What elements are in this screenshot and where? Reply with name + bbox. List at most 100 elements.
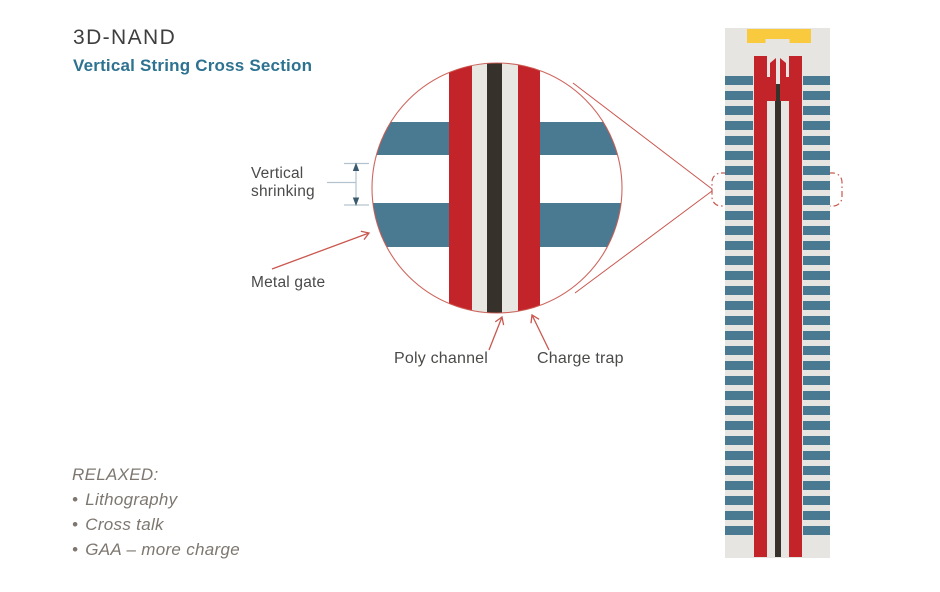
- word-line-gate-bar: [725, 91, 753, 100]
- word-line-gate-bar: [725, 196, 753, 205]
- word-line-gate-bar: [725, 421, 753, 430]
- word-line-gate-bar: [803, 391, 830, 400]
- word-line-gate-bar: [803, 226, 830, 235]
- magnifier-circle: [371, 62, 623, 314]
- word-line-gate-bar: [803, 481, 830, 490]
- word-line-gate-bar: [725, 151, 753, 160]
- core-filler-line: [775, 84, 781, 557]
- word-line-gate-bar: [725, 76, 753, 85]
- word-line-gate-bar: [725, 406, 753, 415]
- word-line-gate-bar: [725, 121, 753, 130]
- word-line-gate-bar: [725, 466, 753, 475]
- word-line-gate-bar: [803, 91, 830, 100]
- label-charge-trap: Charge trap: [537, 350, 624, 367]
- word-line-gate-bar: [803, 376, 830, 385]
- word-line-gate-bar: [803, 121, 830, 130]
- word-line-gate-bar: [725, 271, 753, 280]
- word-line-gate-bar: [725, 226, 753, 235]
- word-line-gate-bar: [803, 76, 830, 85]
- funnel-lip-left: [770, 58, 776, 101]
- word-line-gate-bar: [725, 451, 753, 460]
- poly-channel-layer-right: [502, 63, 518, 313]
- label-metal-gate: Metal gate: [251, 274, 326, 291]
- word-line-gate-bar: [803, 181, 830, 190]
- bullet-icon: •: [72, 515, 79, 534]
- word-line-gate-bar: [803, 406, 830, 415]
- charge-trap-wall-right: [789, 56, 802, 557]
- core-filler-layer: [487, 63, 502, 313]
- note-item: • GAA – more charge: [72, 537, 240, 562]
- word-line-gate-bar: [803, 361, 830, 370]
- charge-trap-layer-left: [449, 63, 472, 313]
- word-line-gate-bar: [725, 106, 753, 115]
- word-line-gate-bar: [803, 211, 830, 220]
- label-poly-channel: Poly channel: [394, 350, 489, 367]
- word-line-gate-bar: [803, 106, 830, 115]
- word-line-gate-bar: [725, 496, 753, 505]
- magnified-cross-section: [372, 63, 622, 313]
- word-line-gate-bar: [725, 376, 753, 385]
- word-line-gate-bar: [803, 301, 830, 310]
- word-line-gate-bar: [803, 196, 830, 205]
- word-line-gate-bar: [725, 526, 753, 535]
- metal-gate-arrow: [271, 230, 371, 270]
- word-line-gate-bar: [803, 346, 830, 355]
- label-vertical-shrinking: Vertical shrinking: [251, 165, 315, 201]
- word-line-gate-bar: [803, 136, 830, 145]
- poly-channel-layer-left: [472, 63, 487, 313]
- word-line-gate-bar: [725, 301, 753, 310]
- word-line-gate-bar: [803, 421, 830, 430]
- poly-channel-arrow: [488, 315, 505, 351]
- word-line-gate-bar: [803, 151, 830, 160]
- word-line-gate-bar: [803, 526, 830, 535]
- bullet-icon: •: [72, 540, 79, 559]
- word-line-gate-bar: [725, 511, 753, 520]
- word-line-gate-bar: [803, 256, 830, 265]
- word-line-gate-bar: [725, 361, 753, 370]
- word-line-gate-bar: [725, 136, 753, 145]
- word-line-gate-bar: [725, 316, 753, 325]
- funnel-merge-right: [786, 77, 789, 101]
- word-line-gate-bar: [803, 271, 830, 280]
- word-line-gate-bar: [803, 241, 830, 250]
- word-line-gate-bar: [725, 436, 753, 445]
- connector-line-top: [572, 82, 713, 190]
- word-line-gate-bar: [803, 316, 830, 325]
- note-item: • Cross talk: [72, 512, 240, 537]
- word-line-gate-bar: [725, 286, 753, 295]
- word-line-gate-bar: [725, 391, 753, 400]
- word-line-gate-bar: [803, 436, 830, 445]
- word-line-gate-bar: [725, 241, 753, 250]
- word-line-gate-bar: [803, 166, 830, 175]
- word-line-gate-bar: [725, 331, 753, 340]
- note-item-text: GAA – more charge: [85, 540, 240, 559]
- word-line-gate-bar: [725, 181, 753, 190]
- label-vertical-shrinking-line1: Vertical: [251, 165, 304, 182]
- note-item-text: Cross talk: [85, 515, 164, 534]
- funnel-lip-right: [780, 58, 786, 101]
- word-line-gate-bar: [725, 211, 753, 220]
- word-line-gate-bar: [725, 346, 753, 355]
- note-item-text: Lithography: [85, 490, 178, 509]
- dimension-marker: [327, 162, 369, 206]
- notes-heading: RELAXED:: [72, 465, 159, 484]
- charge-trap-wall-left: [754, 56, 767, 557]
- word-line-gate-bar: [725, 166, 753, 175]
- page-title: 3D-NAND: [73, 26, 177, 49]
- word-line-gate-bar: [725, 481, 753, 490]
- notes-relaxed: RELAXED: • Lithography • Cross talk • GAA –…: [72, 462, 240, 562]
- word-line-gate-bar: [803, 466, 830, 475]
- word-line-gate-bar: [803, 451, 830, 460]
- label-vertical-shrinking-line2: shrinking: [251, 183, 315, 200]
- funnel-merge-left: [767, 77, 770, 101]
- dimension-arrow-up: [352, 162, 360, 171]
- dimension-arrow-down: [352, 197, 360, 206]
- charge-trap-arrow: [530, 313, 550, 351]
- word-line-gate-bar: [803, 496, 830, 505]
- word-line-gate-bar: [803, 286, 830, 295]
- page-subtitle: Vertical String Cross Section: [73, 56, 313, 75]
- bullet-icon: •: [72, 490, 79, 509]
- word-line-stack: [725, 76, 830, 535]
